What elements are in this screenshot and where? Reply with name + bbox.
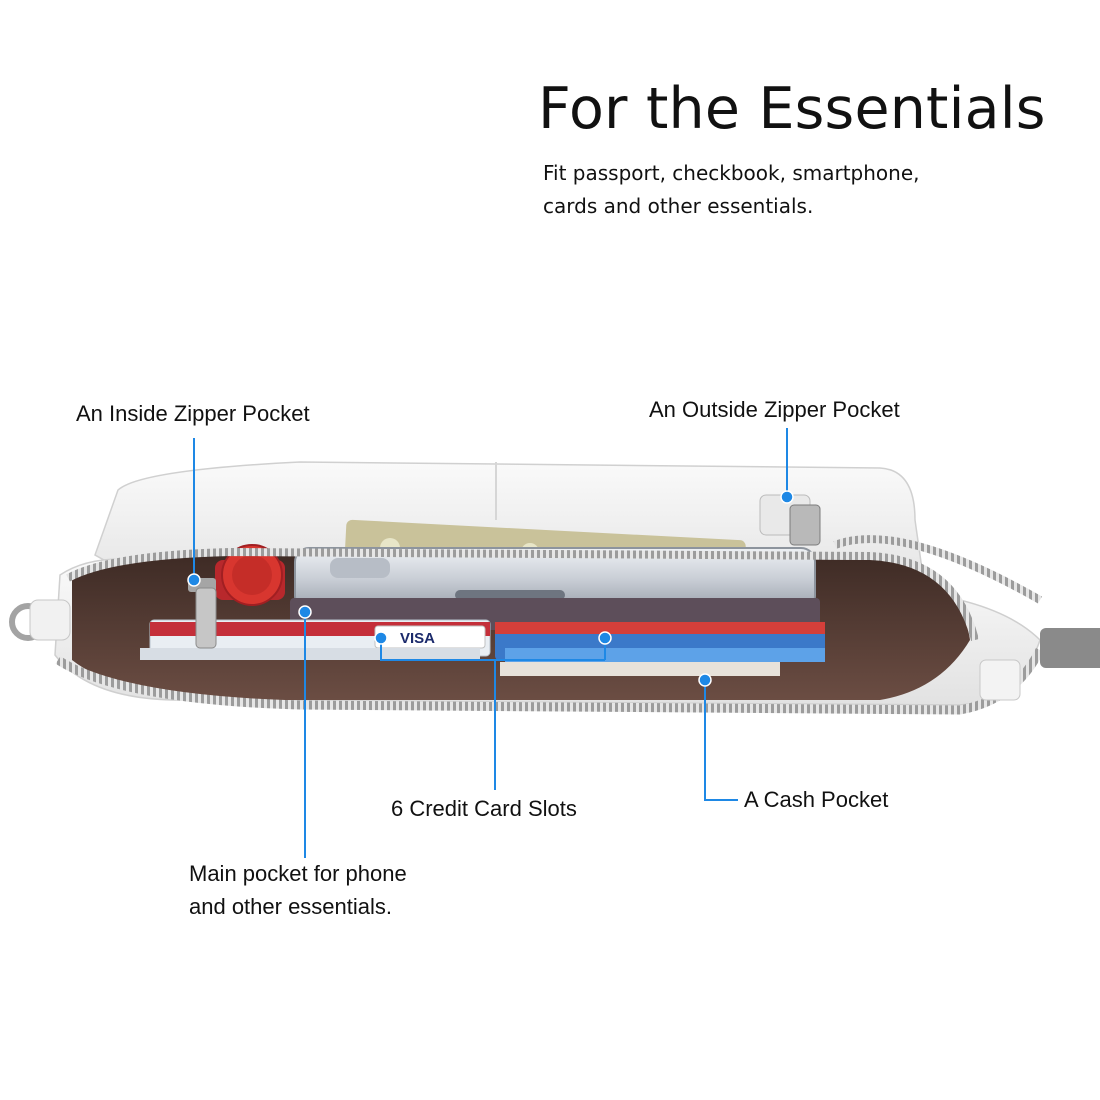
phone-button xyxy=(455,590,565,600)
card-stripe xyxy=(495,622,825,634)
callout-main-pocket-line-2: and other essentials. xyxy=(189,894,393,919)
subtitle-line-1: Fit passport, checkbook, smartphone, xyxy=(543,161,920,185)
callout-main-pocket-line-1: Main pocket for phone xyxy=(189,861,407,886)
callout-dot-main-pocket xyxy=(298,605,312,619)
callout-dot-cash xyxy=(698,673,712,687)
lipstick-cap-inner xyxy=(232,555,272,595)
callout-dots xyxy=(187,490,794,687)
callout-lines xyxy=(193,428,788,858)
callout-line-card-slots xyxy=(380,640,496,790)
callout-dot-card-slot-left xyxy=(374,631,388,645)
card-edge xyxy=(140,648,480,660)
outside-zipper-track xyxy=(833,535,1042,604)
callout-dot-card-slot-right xyxy=(598,631,612,645)
side-tab xyxy=(29,599,71,641)
callout-cash-pocket: A Cash Pocket xyxy=(744,787,889,812)
callout-inside-zipper: An Inside Zipper Pocket xyxy=(76,401,310,426)
callout-dot-inside-zip xyxy=(187,573,201,587)
callout-card-slots: 6 Credit Card Slots xyxy=(391,796,577,821)
callout-main-pocket: Main pocket for phone and other essentia… xyxy=(189,857,407,923)
side-tab-right xyxy=(979,659,1021,701)
zipper-pull-tab xyxy=(195,587,217,649)
cash-bills xyxy=(500,662,780,676)
subtitle-line-2: cards and other essentials. xyxy=(543,194,814,218)
phone-camera-bump xyxy=(330,558,390,578)
outer-zip-slider xyxy=(789,504,821,546)
callout-line-cash xyxy=(704,680,738,801)
callout-dot-outside-zip xyxy=(780,490,794,504)
page-subtitle: Fit passport, checkbook, smartphone, car… xyxy=(543,157,1013,223)
card-stripe xyxy=(505,648,825,662)
card-brand-text: VISA xyxy=(400,630,435,647)
callout-outside-zipper: An Outside Zipper Pocket xyxy=(649,397,900,422)
page-title: For the Essentials xyxy=(538,76,1046,142)
wrist-clasp xyxy=(1040,628,1100,668)
top-zipper-track xyxy=(66,547,979,641)
